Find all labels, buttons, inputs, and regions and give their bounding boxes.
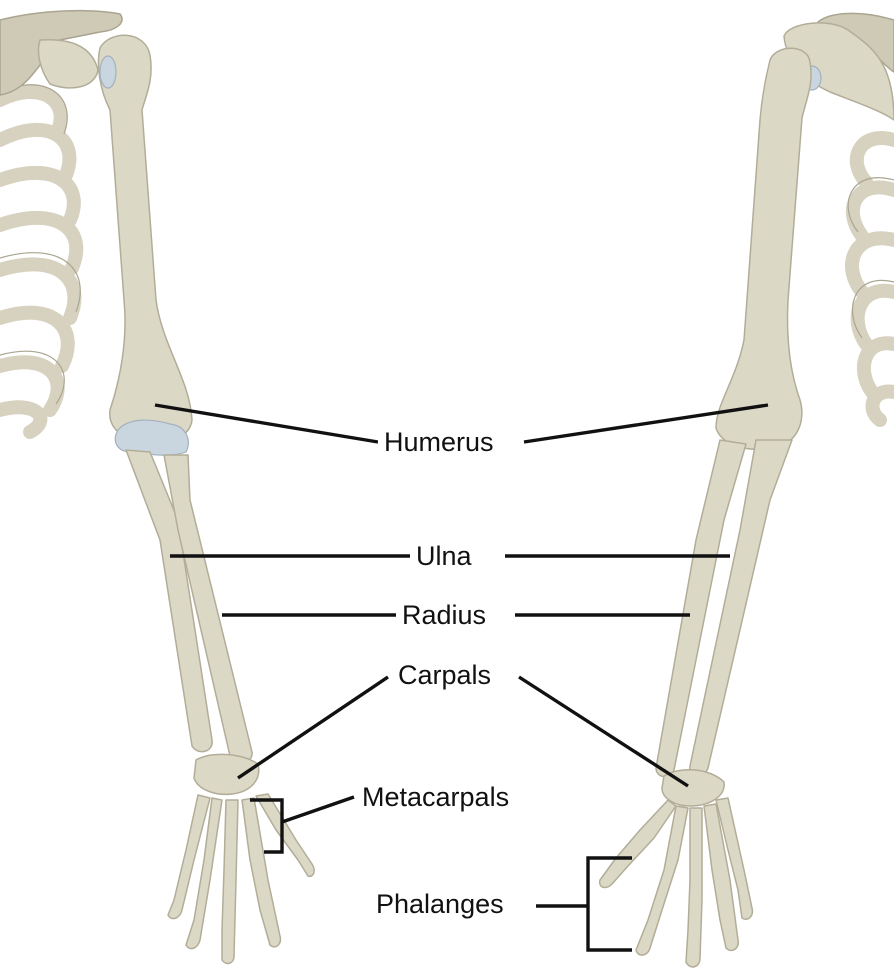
right-forearm [656, 440, 792, 777]
metacarpals-label: Metacarpals [356, 782, 515, 812]
left-hand [168, 754, 314, 963]
right-humerus [716, 48, 811, 449]
phalanges-label: Phalanges [370, 889, 510, 919]
metacarpals-leader [282, 797, 354, 822]
ulna-label: Ulna [410, 541, 478, 571]
right-hand [600, 770, 753, 967]
humerus-label: Humerus [378, 427, 500, 457]
right-rib-cage [848, 138, 894, 420]
carpals-leader-left [238, 677, 388, 778]
left-forearm [126, 450, 252, 763]
carpals-label: Carpals [392, 660, 497, 690]
left-humerus [98, 35, 192, 455]
radius-label: Radius [396, 600, 492, 630]
left-rib-cage [0, 85, 80, 432]
